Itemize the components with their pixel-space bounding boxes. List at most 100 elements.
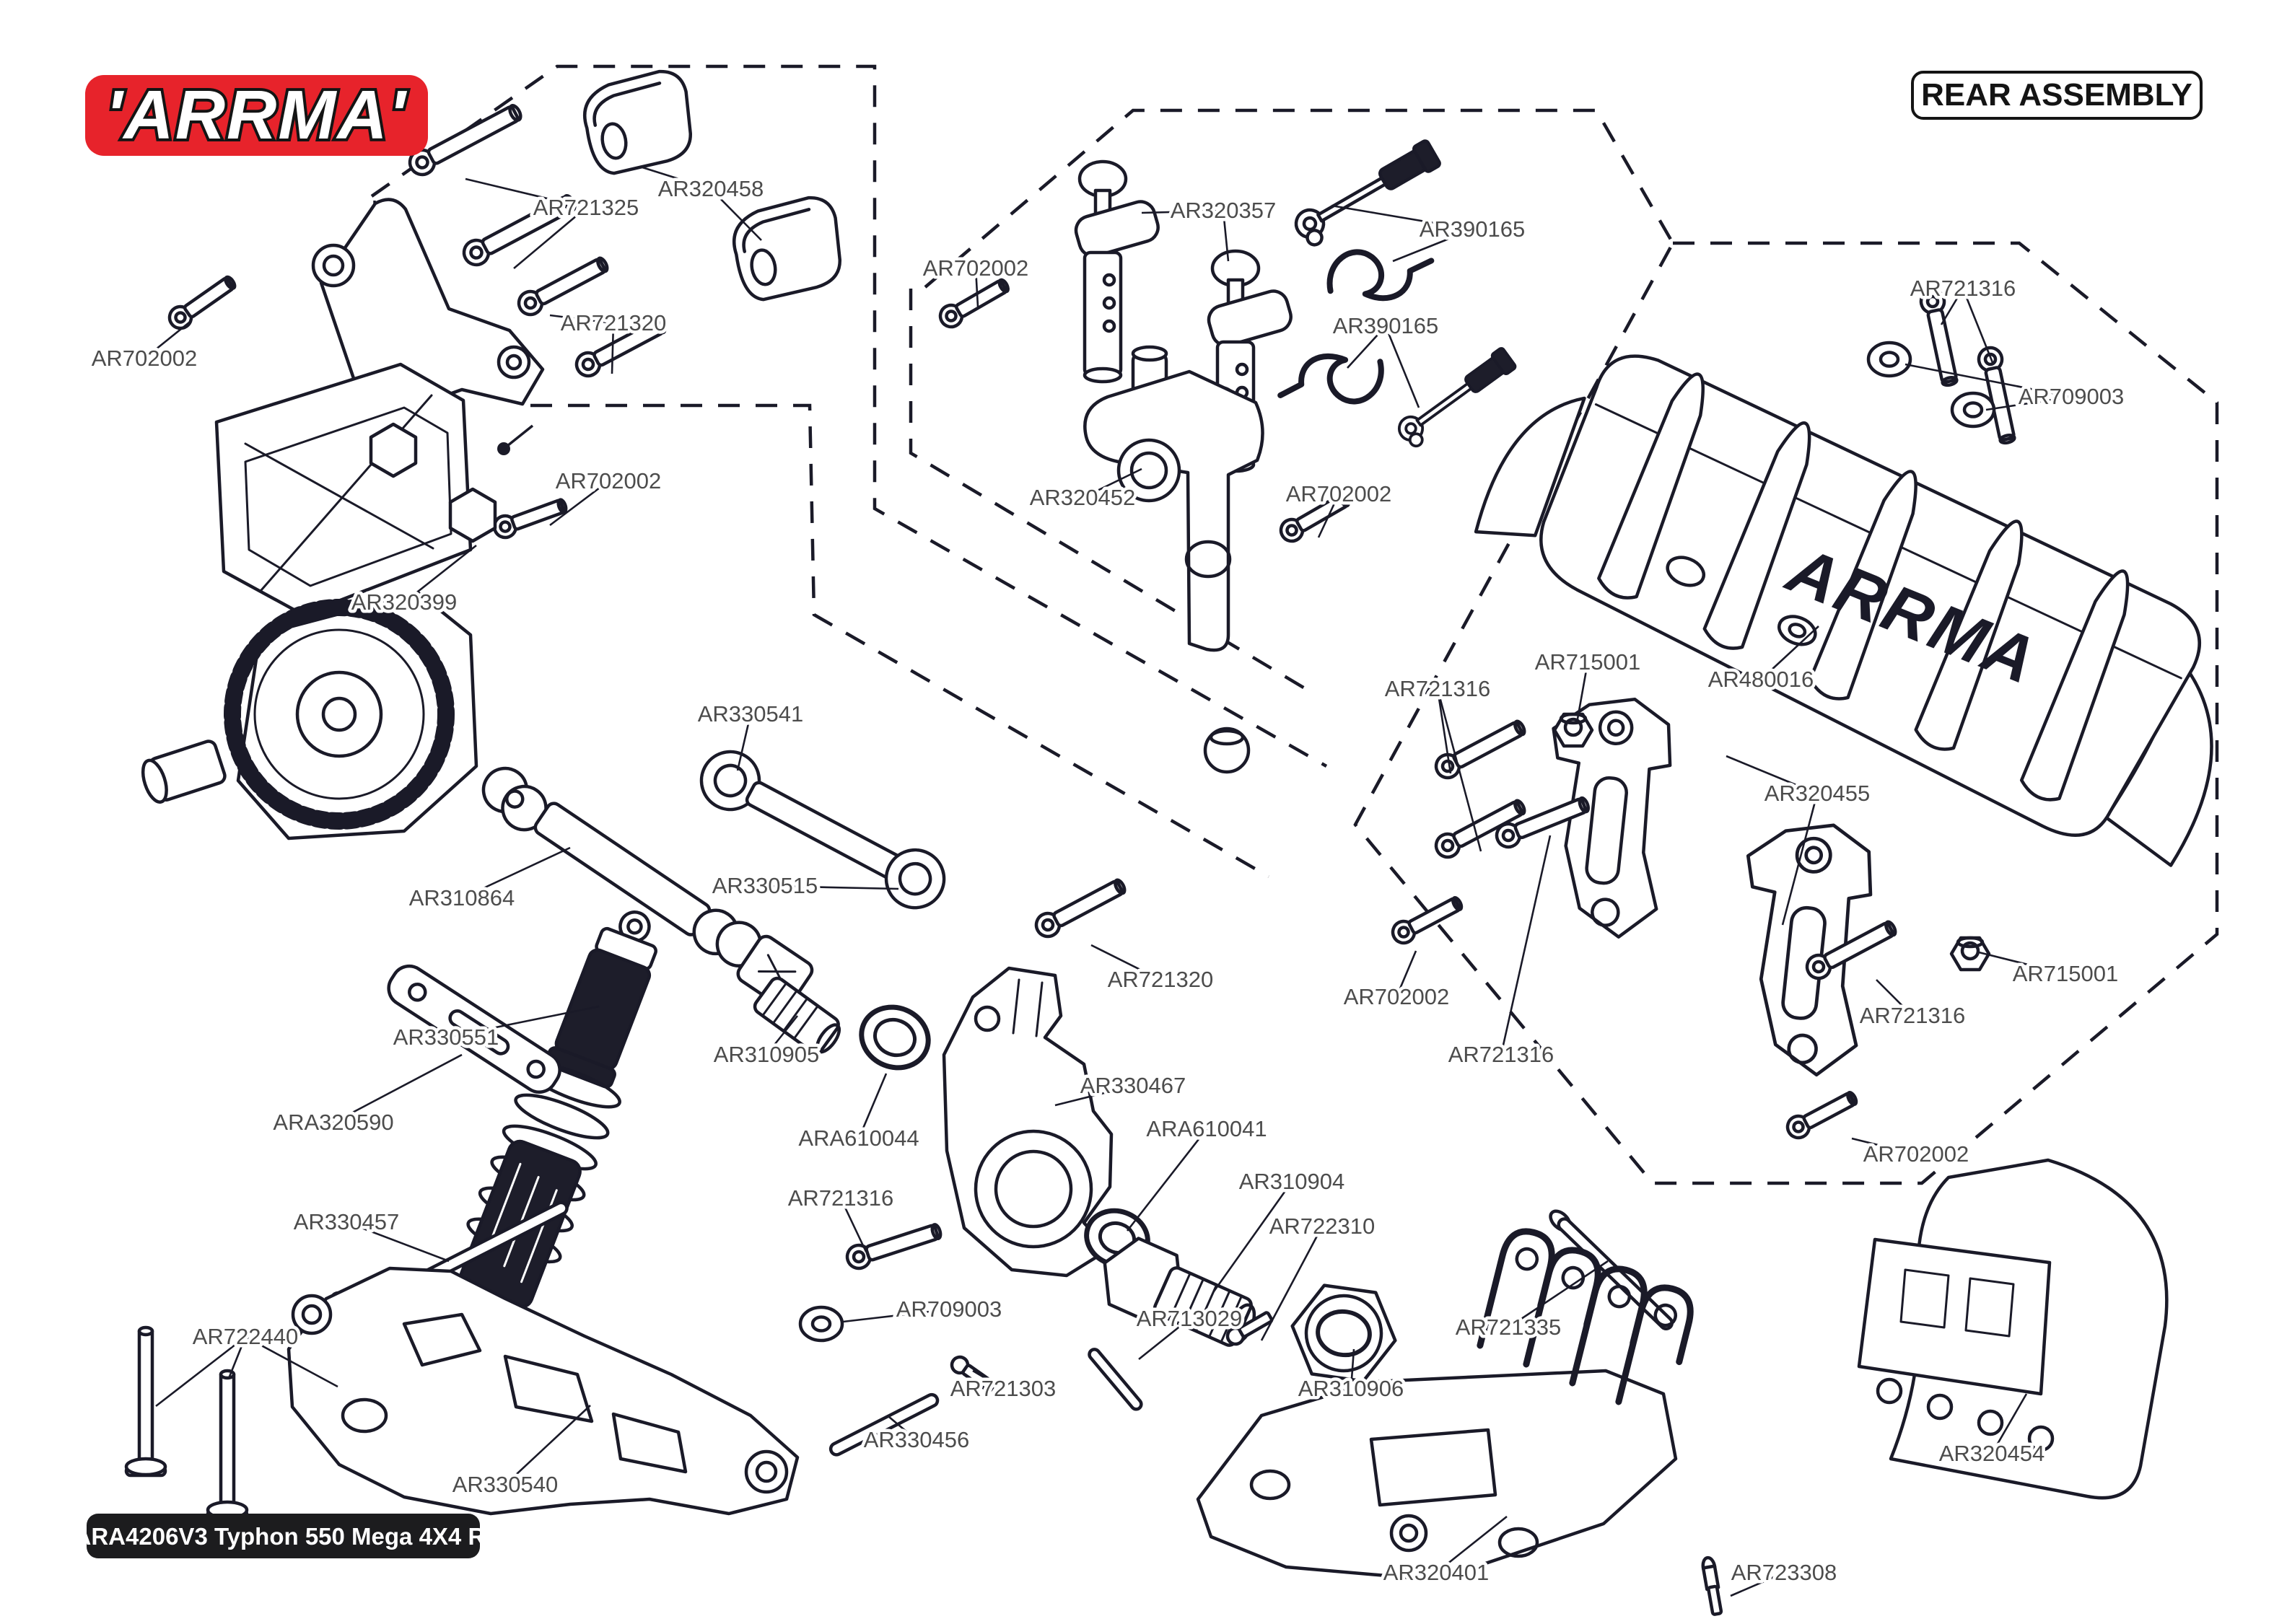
leader-ar722440-13 [228, 1336, 247, 1377]
leader-ar320455-39 [1726, 755, 1818, 795]
part-label-ar320401-47: AR320401 [1383, 1560, 1490, 1585]
part-label-ar330457-12: AR330457 [294, 1209, 400, 1234]
leader-ar721325-2 [513, 207, 587, 269]
leader-ar721316-38 [1436, 688, 1482, 852]
callout-dot-2 [497, 442, 510, 455]
rear-wing: ARRMA [1474, 354, 2213, 867]
differential-assembly [141, 591, 478, 840]
leader-ar310906-27 [1350, 1348, 1355, 1390]
body-post-1 [1074, 159, 1160, 384]
boundary-3 [924, 108, 1674, 289]
leader-ar709003-18 [842, 1308, 950, 1323]
part-label-ar330467-22: AR330467 [1080, 1073, 1186, 1098]
part-label-ar721316-34: AR721316 [1910, 276, 2016, 301]
part-label-ar709003-18: AR709003 [896, 1296, 1002, 1322]
part-label-ar320455-39: AR320455 [1764, 781, 1871, 806]
wing-mount-2 [1746, 823, 1873, 1077]
screw-ar702002-2 [491, 495, 569, 541]
screw-ar702002-5 [1389, 892, 1465, 947]
sway-bar-clamp-2 [733, 196, 841, 302]
leader-ar721316-41 [1500, 835, 1552, 1055]
screw-ar702002-3 [937, 275, 1013, 331]
chassis-fingers [1477, 1228, 1694, 1405]
part-label-ar702002-5: AR702002 [556, 468, 662, 493]
leader-ar721325-2 [465, 177, 587, 209]
boundary-5 [1353, 241, 2219, 1185]
arrma-logo-text: 'ARRMA' [106, 76, 408, 154]
leader-ar721316-17 [839, 1198, 867, 1252]
part-label-ar721335-45: AR721335 [1456, 1314, 1562, 1340]
washer-ar709003-w1 [1868, 343, 1910, 376]
leader-ar702002-33 [1317, 493, 1340, 538]
leader-ar330541-8 [736, 714, 752, 771]
part-label-ar721316-41: AR721316 [1448, 1042, 1554, 1067]
leader-ara610044-16 [857, 1073, 888, 1139]
leader-ar320455-39 [1781, 793, 1819, 926]
leader-ar722440-13 [155, 1335, 246, 1408]
screw-ar702002-6 [1784, 1087, 1860, 1141]
part-label-ar702002-1: AR702002 [92, 346, 198, 371]
chassis-brace-plate [387, 964, 561, 1094]
rear-hub-carrier [942, 966, 1114, 1278]
leader-ara320590-11 [333, 1053, 463, 1124]
leader-ar721316-34 [1940, 288, 1964, 325]
leader-ar320458-3 [710, 188, 762, 241]
part-label-ar723308-48: AR723308 [1731, 1560, 1837, 1585]
part-label-ar715001-37: AR715001 [1535, 649, 1641, 675]
part-label-ar310905-15: AR310905 [714, 1042, 820, 1067]
part-label-ar310904-24: AR310904 [1239, 1169, 1345, 1194]
shock-pin-2 [208, 1371, 247, 1519]
leader-ar709003-35 [1905, 363, 2072, 398]
leader-ar702002-28 [974, 268, 979, 307]
leader-ar320458-3 [642, 166, 712, 190]
leader-ara610041-23 [1126, 1128, 1208, 1232]
body-mount-bracket [1083, 345, 1264, 774]
leader-ar390165-31 [1347, 325, 1386, 369]
leader-ar330467-22 [1054, 1084, 1134, 1107]
part-label-ar715001-42: AR715001 [2013, 961, 2119, 986]
part-label-ar721325-2: AR721325 [533, 195, 639, 220]
leader-ar480016-36 [1760, 626, 1819, 680]
mud-guard [1857, 1158, 2169, 1500]
part-label-ar330541-8: AR330541 [698, 701, 804, 727]
leader-ar390165-30 [1331, 204, 1473, 231]
leader-ar721316-34 [1962, 288, 1995, 365]
wing-mount-1 [1552, 698, 1672, 939]
shock-pin-1 [126, 1327, 165, 1475]
leader-ar310904-24 [1212, 1181, 1293, 1292]
body-clip-2 [1280, 346, 1383, 412]
lower-suspension-arm [287, 1266, 800, 1516]
leader-ar320357-29 [1222, 210, 1230, 262]
leader-ar702002-5 [549, 480, 609, 527]
part-label-ar721316-43: AR721316 [1860, 1003, 1966, 1028]
leader-ar330515-9 [764, 885, 899, 890]
part-label-ar709003-35: AR709003 [2019, 384, 2125, 409]
leader-ar390165-30 [1392, 228, 1473, 263]
leader-ar713029-26 [1138, 1317, 1190, 1361]
leader-ar702002-44 [1851, 1137, 1917, 1156]
leader-ar320399-6 [403, 544, 477, 604]
washer-ar709003-mid [800, 1307, 842, 1340]
part-label-ar721320-4: AR721320 [561, 310, 667, 335]
leader-ar320357-29 [1141, 209, 1224, 214]
leader-ar721320-4 [611, 322, 615, 374]
leader-ar330551-10 [445, 1005, 600, 1039]
leader-ar320454-46 [1990, 1393, 2028, 1454]
leader-ar310905-15 [765, 1015, 799, 1055]
part-label-ar702002-28: AR702002 [923, 255, 1029, 281]
screw-ar702002-1 [165, 272, 239, 333]
part-label-ar713029-26: AR713029 [1137, 1306, 1243, 1331]
part-label-ar480016-36: AR480016 [1708, 667, 1814, 692]
part-label-ar722310-25: AR722310 [1269, 1213, 1376, 1239]
model-badge: C-ARA4206V3 Typhon 550 Mega 4X4 RTR [49, 1514, 517, 1558]
leader-ar330457-12 [346, 1221, 450, 1263]
arrma-logo: 'ARRMA' [85, 74, 428, 157]
leader-ar702002-1 [144, 321, 190, 360]
part-label-ar320399-6: AR320399 [351, 589, 458, 615]
pin-ar713029 [1088, 1348, 1143, 1411]
part-label-ar702002-44: AR702002 [1863, 1141, 1969, 1167]
wheel-hex-hub [1103, 1237, 1256, 1347]
part-label-ar320454-46: AR320454 [1939, 1441, 2045, 1466]
leader-ar721316-43 [1876, 979, 1913, 1017]
